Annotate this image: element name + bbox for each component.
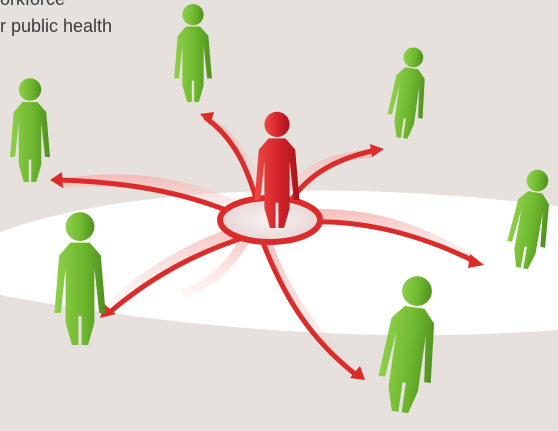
arrow-south	[259, 237, 358, 377]
person-icon-top-right	[384, 45, 433, 141]
arrow-west	[57, 177, 241, 218]
body-text-fragment-1: orkforce	[0, 0, 65, 10]
arrow-lines	[57, 115, 479, 377]
person-icon-left	[10, 78, 50, 182]
arrow-heads	[50, 112, 484, 380]
arrow-north-west	[203, 115, 261, 208]
arrow-east	[303, 219, 479, 265]
body-text-fragment-2: r public health	[0, 16, 113, 36]
arrow-south-west	[107, 231, 258, 315]
person-icon-top	[174, 4, 212, 102]
